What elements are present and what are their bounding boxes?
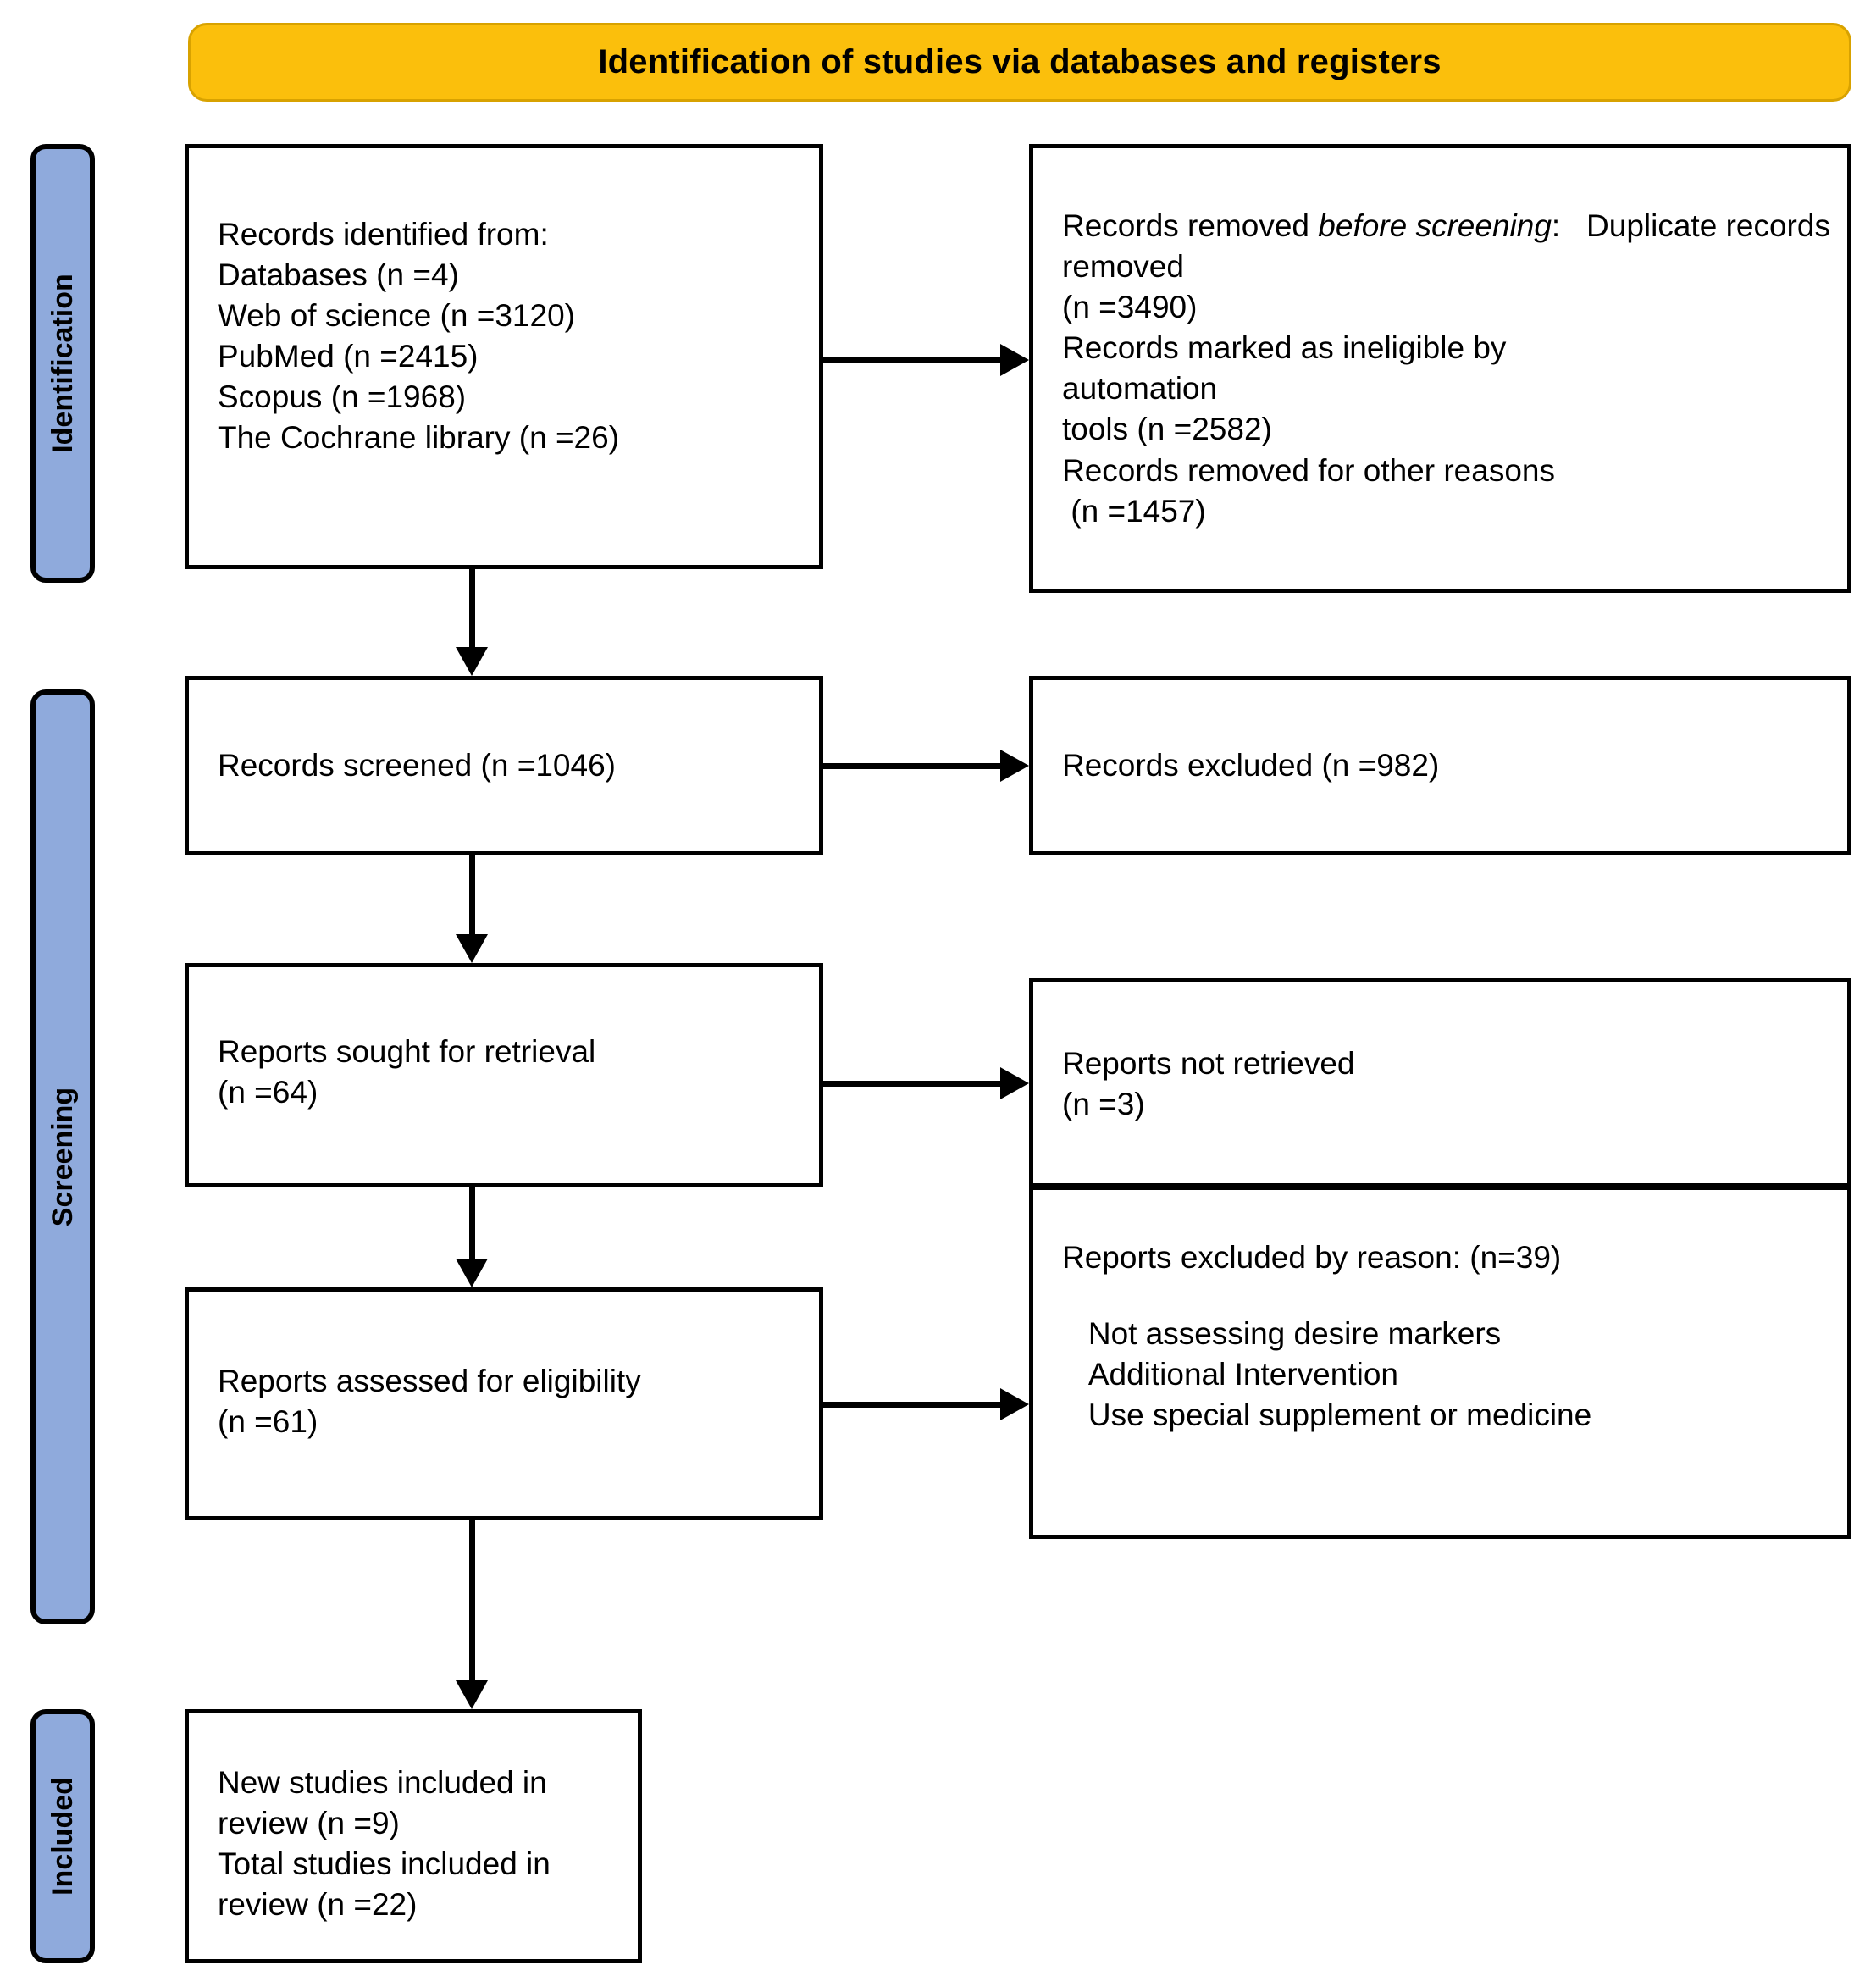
arrow-head	[1000, 1067, 1029, 1099]
box-studies-included: New studies included in review (n =9) To…	[185, 1709, 642, 1963]
box-reports-not-retrieved: Reports not retrieved (n =3)	[1029, 978, 1851, 1187]
arrow-head	[1000, 750, 1029, 782]
arrow-head	[456, 647, 488, 676]
spacer	[1062, 1278, 1832, 1314]
arrow-sought-to-assessed	[455, 1187, 489, 1287]
box-reports-assessed-text: Reports assessed for eligibility (n =61)	[218, 1364, 641, 1440]
removed-heading-italic: before screening	[1318, 208, 1552, 243]
arrow-shaft	[469, 1520, 475, 1680]
box-records-screened-text: Records screened (n =1046)	[218, 747, 616, 783]
arrow-assessed-to-included	[455, 1520, 489, 1709]
stage-bar-included: Included	[30, 1709, 95, 1963]
stage-bar-screening: Screening	[30, 689, 95, 1624]
box-reports-sought-text: Reports sought for retrieval (n =64)	[218, 1034, 596, 1110]
arrow-assessed-to-excluded-by-reason	[823, 1387, 1029, 1421]
arrow-identified-to-removed	[823, 343, 1029, 377]
arrow-head	[456, 934, 488, 963]
arrow-shaft	[469, 569, 475, 647]
arrow-sought-to-not-retrieved	[823, 1066, 1029, 1100]
arrow-shaft	[469, 855, 475, 934]
box-records-identified: Records identified from: Databases (n =4…	[185, 144, 823, 569]
box-records-removed-text: Records removed before screening: Duplic…	[1062, 206, 1835, 532]
box-records-identified-text: Records identified from: Databases (n =4…	[218, 217, 620, 456]
arrow-head	[1000, 344, 1029, 376]
box-reports-not-retrieved-text: Reports not retrieved (n =3)	[1062, 1046, 1355, 1122]
stage-label-included: Included	[47, 1777, 80, 1896]
arrow-shaft	[823, 763, 1000, 769]
box-reports-excluded-by-reason-text: Reports excluded by reason: (n=39) Not a…	[1062, 1237, 1832, 1436]
box-records-excluded-text: Records excluded (n =982)	[1062, 747, 1440, 783]
arrow-screened-to-excluded	[823, 749, 1029, 783]
box-records-screened: Records screened (n =1046)	[185, 676, 823, 855]
box-records-excluded: Records excluded (n =982)	[1029, 676, 1851, 855]
arrow-head	[456, 1680, 488, 1709]
removed-heading-prefix: Records removed	[1062, 208, 1319, 243]
excluded-reason-list: Not assessing desire markers Additional …	[1087, 1316, 1592, 1433]
box-reports-sought-for-retrieval: Reports sought for retrieval (n =64)	[185, 963, 823, 1187]
stage-label-identification: Identification	[47, 274, 79, 453]
arrow-identified-to-screened	[455, 569, 489, 676]
diagram-banner: Identification of studies via databases …	[188, 23, 1851, 102]
arrow-shaft	[823, 1402, 1000, 1408]
removed-heading-suffix: :	[1551, 208, 1561, 243]
removed-body: Duplicate records removed (n =3490) Reco…	[1062, 208, 1830, 529]
box-reports-assessed-for-eligibility: Reports assessed for eligibility (n =61)	[185, 1287, 823, 1520]
arrow-head	[456, 1259, 488, 1287]
excluded-reason-heading: Reports excluded by reason: (n=39)	[1062, 1240, 1562, 1275]
stage-bar-identification: Identification	[30, 144, 95, 583]
stage-label-screening: Screening	[47, 1087, 80, 1227]
banner-title: Identification of studies via databases …	[598, 43, 1442, 80]
arrow-shaft	[469, 1187, 475, 1259]
box-reports-excluded-by-reason: Reports excluded by reason: (n=39) Not a…	[1029, 1186, 1851, 1539]
arrow-screened-to-sought	[455, 855, 489, 963]
arrow-shaft	[823, 1081, 1000, 1087]
arrow-head	[1000, 1388, 1029, 1420]
box-studies-included-text: New studies included in review (n =9) To…	[218, 1765, 551, 1923]
box-records-removed-before-screening: Records removed before screening: Duplic…	[1029, 144, 1851, 593]
arrow-shaft	[823, 357, 1000, 363]
